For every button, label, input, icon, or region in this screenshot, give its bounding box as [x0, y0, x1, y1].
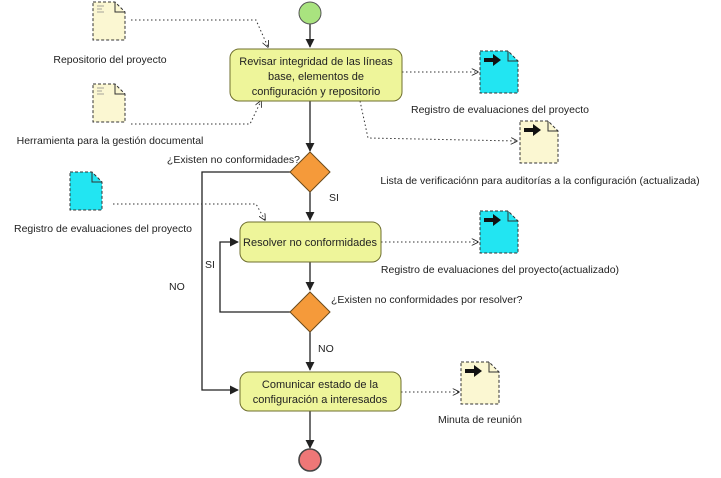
- document-output-icon: [479, 50, 519, 94]
- document-registro-actualizado[interactable]: Registro de evaluaciones del proyecto(ac…: [381, 210, 619, 276]
- document-herramienta[interactable]: Herramienta para la gestión documental: [17, 83, 204, 147]
- document-output-icon: [519, 120, 559, 164]
- flow-herr-in: [131, 101, 261, 125]
- document-label: Herramienta para la gestión documental: [17, 135, 204, 147]
- document-icon: [92, 1, 126, 41]
- decision-1-yes-label: SI: [329, 192, 339, 204]
- flow-reg-in: [113, 203, 265, 220]
- flow-decision-no: [201, 171, 290, 395]
- flow-decision2-yes: [219, 237, 290, 313]
- decision-nonconformities[interactable]: [289, 151, 331, 193]
- document-registro-input[interactable]: Registro de evaluaciones del proyecto: [14, 171, 192, 235]
- decision-pending-nonconformities[interactable]: [289, 291, 331, 333]
- control-flows: [201, 24, 315, 449]
- document-label: Registro de evaluaciones del proyecto: [411, 104, 589, 116]
- flow-repo-in: [131, 19, 268, 47]
- decision-1-no-label: NO: [169, 281, 185, 293]
- object-flows: [113, 19, 517, 392]
- activity-resolve-label: Resolver no conformidades: [243, 237, 377, 249]
- activity-communicate-status[interactable]: Comunicar estado de la configuración a i…: [239, 371, 402, 412]
- document-icon: [69, 171, 103, 211]
- document-icon: [92, 83, 126, 123]
- document-label: Registro de evaluaciones del proyecto: [14, 223, 192, 235]
- initial-node[interactable]: [298, 1, 322, 25]
- document-repositorio[interactable]: Repositorio del proyecto: [53, 1, 167, 66]
- decision-2-yes-label: SI: [205, 259, 215, 271]
- document-registro-output[interactable]: Registro de evaluaciones del proyecto: [411, 50, 589, 116]
- activity-communicate-line2: configuración a interesados: [253, 394, 388, 406]
- activity-review-line3: configuración y repositorio: [252, 86, 380, 98]
- document-output-icon: [460, 361, 500, 405]
- activity-resolve-nonconformities[interactable]: Resolver no conformidades: [239, 221, 382, 263]
- document-label: Lista de verificaciónn para auditorías a…: [380, 175, 699, 187]
- decision-2-no-label: NO: [318, 343, 334, 355]
- final-node[interactable]: [298, 448, 322, 472]
- document-output-icon: [479, 210, 519, 254]
- decision-question-1: ¿Existen no conformidades?: [167, 154, 300, 166]
- activity-review-integrity[interactable]: Revisar integridad de las líneas base, e…: [229, 48, 403, 102]
- flow-lista-out: [359, 100, 517, 141]
- document-label: Repositorio del proyecto: [53, 54, 166, 66]
- document-label: Minuta de reunión: [438, 414, 522, 426]
- activity-review-line1: Revisar integridad de las líneas: [239, 56, 393, 68]
- activity-communicate-line1: Comunicar estado de la: [262, 379, 379, 391]
- document-label: Registro de evaluaciones del proyecto(ac…: [381, 264, 619, 276]
- decision-question-2: ¿Existen no conformidades por resolver?: [331, 294, 523, 306]
- document-minuta[interactable]: Minuta de reunión: [438, 361, 522, 426]
- activity-review-line2: base, elementos de: [268, 71, 364, 83]
- document-lista-verificacion[interactable]: Lista de verificaciónn para auditorías a…: [380, 120, 700, 187]
